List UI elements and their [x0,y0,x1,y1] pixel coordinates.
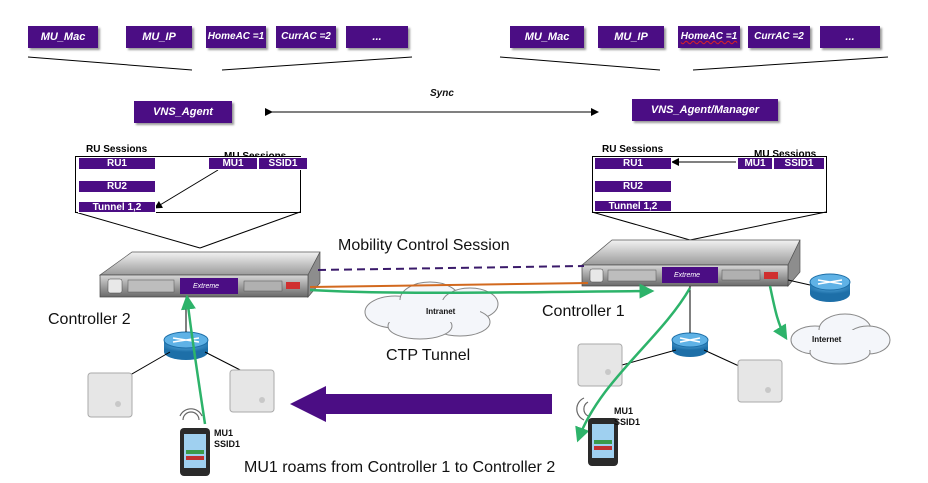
left-ru-row: RU2 [78,180,156,193]
left-header-curr-ac: CurrAC =2 [276,26,336,48]
ctp-tunnel-label: CTP Tunnel [386,347,471,364]
right-header-mu-ip: MU_IP [598,26,664,48]
wifi-signal-icon [576,397,589,421]
left-header-mu-ip: MU_IP [126,26,192,48]
left-header-more-label: ... [372,31,382,43]
left-panel-connector [74,211,301,249]
controller-1-brand: Extreme [674,272,701,279]
right-header-home-ac-label: HomeAC =1 [680,31,738,42]
mobility-control-label: Mobility Control Session [338,237,510,254]
access-point-icon [577,343,623,387]
right-header-curr-ac: CurrAC =2 [748,26,810,48]
right-vns-agent-manager: VNS_Agent/Manager [632,99,778,121]
right-header-more-label: ... [845,31,855,43]
left-header-curr-ac-label: CurrAC =2 [281,31,331,42]
controller-2-label: Controller 2 [48,311,131,328]
left-ru-row: Tunnel 1,2 [78,201,156,213]
controller-1-device [581,239,801,287]
access-point-icon [737,359,783,403]
left-router-icon [163,331,209,360]
controller-2-brand: Extreme [193,283,220,290]
right-header-mu-ip-label: MU_IP [614,31,648,43]
controller-2-device [98,251,321,298]
left-ru-row: RU1 [78,157,156,170]
right-mu-sessions-title: MU Sessions [754,149,817,160]
right-header-curr-ac-label: CurrAC =2 [754,31,804,42]
mobility-control-line [317,265,585,271]
green-mu-left-path [180,294,207,425]
right-router-icon [671,332,709,357]
right-header-more: ... [820,26,880,48]
mu-left-name: MU1 [214,428,234,438]
right-ru-row: Tunnel 1,2 [594,200,672,212]
right-session-panel [592,156,827,213]
left-header-mu-ip-label: MU_IP [142,31,176,43]
sync-label: Sync [430,88,454,99]
left-header-home-ac: HomeAC =1 [206,26,266,48]
right-ru-row: RU1 [594,157,672,170]
green-tunnel-link [309,283,655,299]
mu-left-ssid: SSID1 [214,439,241,449]
left-header-more: ... [346,26,408,48]
ctp-tunnel-arrow [290,386,552,422]
mobile-phone-icon [588,418,618,466]
mu-right-ssid: SSID1 [614,417,641,427]
right-panel-connector [591,211,827,241]
left-vns-agent-label: VNS_Agent [153,106,213,118]
right-header-connector [499,56,889,71]
access-point-icon [229,369,275,413]
mu-right-name: MU1 [614,406,634,416]
left-header-mu-mac-label: MU_Mac [40,31,86,43]
uplink-orange [309,282,589,288]
left-session-arrow [154,169,219,209]
left-header-connector [27,56,413,71]
right-mu-cell: SSID1 [773,157,825,170]
left-mu-sessions-title: MU Sessions [224,151,286,162]
right-header-home-ac: HomeAC =1 [678,26,740,48]
internet-label: Internet [812,335,842,344]
mobile-phone-icon [180,428,210,476]
left-ru-sessions-title: RU Sessions [86,144,148,155]
left-vns-agent: VNS_Agent [134,101,232,123]
internet-router-icon [809,273,851,302]
controller-1-label: Controller 1 [542,303,625,320]
left-header-home-ac-label: HomeAC =1 [207,31,265,42]
left-mu-cell: MU1 [208,157,258,170]
left-header-mu-mac: MU_Mac [28,26,98,48]
green-internet-link [768,285,788,341]
right-header-mu-mac-label: MU_Mac [524,31,570,43]
right-ru-sessions-title: RU Sessions [602,144,664,155]
right-mu-cell: MU1 [737,157,773,170]
left-session-panel [75,156,301,213]
green-mu-right-path [575,287,692,443]
right-ru-row: RU2 [594,180,672,193]
roam-caption: MU1 roams from Controller 1 to Controlle… [244,459,556,476]
intranet-label: Intranet [426,307,456,316]
right-header-mu-mac: MU_Mac [510,26,584,48]
right-vns-agent-manager-label: VNS_Agent/Manager [650,104,760,116]
access-point-icon [87,372,133,418]
wifi-signal-icon [179,408,203,421]
left-mu-cell: SSID1 [258,157,308,170]
